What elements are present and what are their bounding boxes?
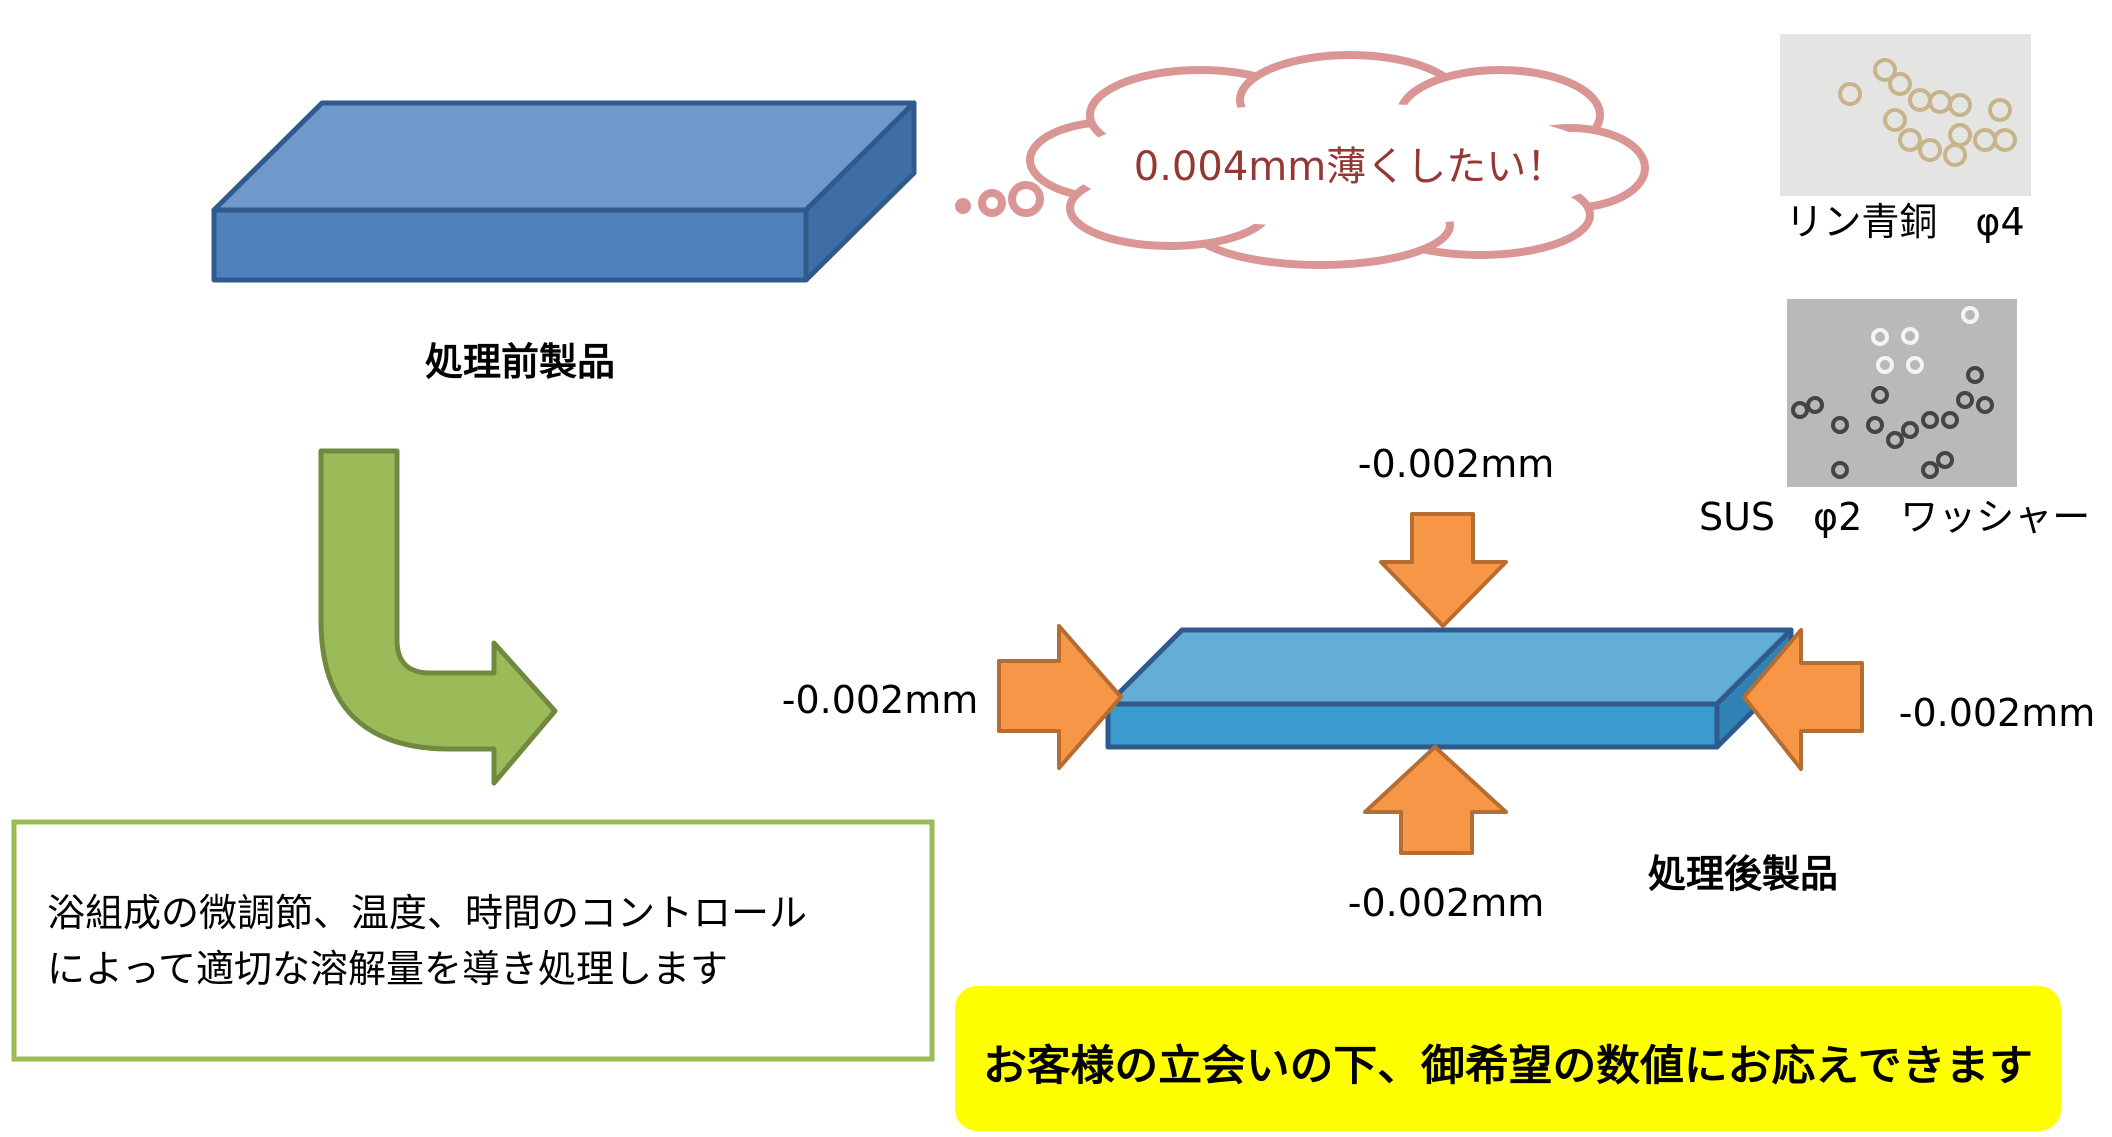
reduction-left-label: -0.002mm: [782, 678, 979, 722]
arrow-left-right: [1742, 628, 1864, 771]
bent-arrow: [318, 448, 558, 786]
before-product-label: 処理前製品: [425, 340, 615, 384]
after-product-slab: [1105, 627, 1794, 750]
before-product-slab: [211, 100, 917, 283]
sample-photo-phosphor-bronze: [1780, 34, 2031, 196]
callout-text: お客様の立会いの下、御希望の数値にお応えできます: [983, 1041, 2033, 1090]
reduction-bottom-label: -0.002mm: [1348, 881, 1545, 925]
arrow-right-left: [997, 624, 1123, 770]
sample-caption-sus-washer: SUS φ2 ワッシャー: [1699, 495, 2090, 539]
process-description-box: [11, 819, 935, 1062]
sample-photo-sus-washer: [1787, 299, 2017, 487]
reduction-right-label: -0.002mm: [1899, 691, 2096, 735]
process-line-2: によって適切な溶解量を導き処理します: [47, 947, 728, 991]
sample-caption-phosphor-bronze: リン青銅 φ4: [1785, 200, 2024, 244]
thought-cloud: [955, 51, 1649, 269]
thought-text: 0.004mm薄くしたい！: [1134, 144, 1566, 190]
process-line-1: 浴組成の微調節、温度、時間のコントロール: [47, 891, 807, 935]
arrow-down-top: [1379, 512, 1508, 628]
arrow-up-bottom: [1363, 745, 1508, 855]
after-product-label: 処理後製品: [1648, 852, 1838, 896]
callout-box: [955, 986, 2061, 1131]
reduction-top-label: -0.002mm: [1358, 442, 1555, 486]
